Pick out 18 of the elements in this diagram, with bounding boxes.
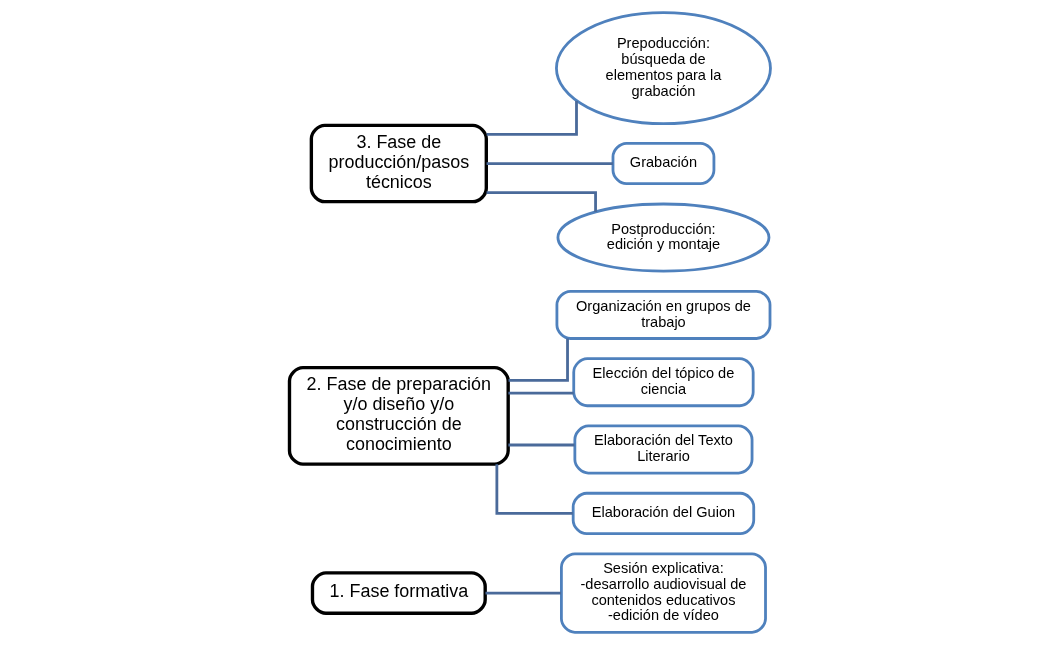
- node-box: 3. Fase de producción/pasos técnicos: [309, 123, 488, 204]
- node-box: Elaboración del Texto Literario: [572, 424, 753, 475]
- node-box: Elección del tópico de ciencia: [571, 357, 755, 408]
- node-box: Sesión explicativa: -desarrollo audiovisual de contenidos educativos -edición de vídeo: [559, 552, 767, 634]
- node-box: Organización en grupos de trabajo: [555, 290, 771, 340]
- node-ellipse: Prepoducción: búsqueda de elementos para la grabación: [554, 11, 772, 126]
- connector: [486, 100, 578, 136]
- node-box: 2. Fase de preparación y/o diseño y/o construcción de conocimiento: [287, 365, 510, 466]
- connector: [508, 338, 569, 382]
- connector: [507, 443, 575, 447]
- connector: [486, 162, 613, 165]
- node-box: Grabación: [611, 141, 715, 186]
- node-box: 1. Fase formativa: [310, 571, 487, 615]
- connector: [494, 464, 573, 515]
- node-ellipse: Postproducción: edición y montaje: [556, 202, 770, 273]
- node-box: Elaboración del Guion: [571, 491, 755, 535]
- connector: [507, 391, 574, 395]
- connector: [485, 591, 561, 595]
